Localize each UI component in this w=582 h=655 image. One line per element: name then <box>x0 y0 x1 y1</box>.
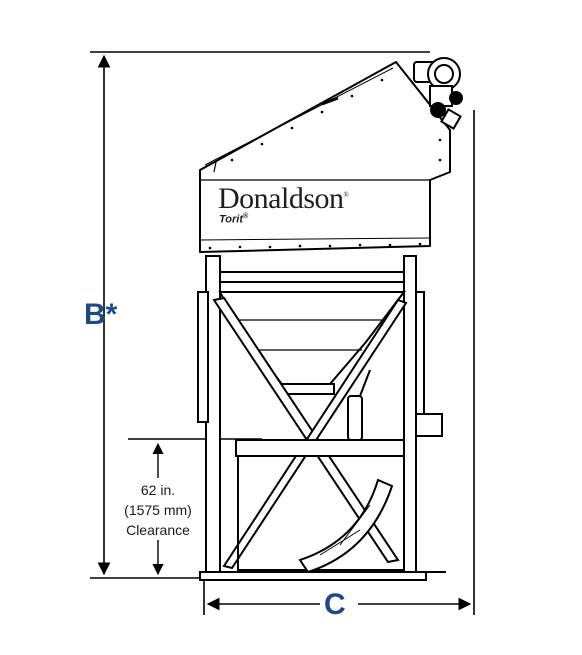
brand-registered-mark: ® <box>343 191 349 199</box>
cross-braces <box>212 296 408 570</box>
collector-housing <box>199 61 451 253</box>
width-dimension <box>203 110 475 615</box>
collection-drum <box>235 439 405 574</box>
housing-rivets <box>208 78 442 250</box>
brand-name-text: Donaldson <box>218 182 344 215</box>
width-dimension-label: C <box>324 588 346 621</box>
height-dimension-label: B* <box>84 298 118 331</box>
support-frame <box>197 255 425 579</box>
clearance-metric: (1575 mm) <box>124 502 192 518</box>
brand-sub-registered-mark: ® <box>243 213 249 220</box>
brand-sub-name: Torit® <box>219 213 248 226</box>
brand-sub-text: Torit <box>219 213 244 226</box>
clearance-word: Clearance <box>126 522 190 538</box>
height-dimension <box>90 51 430 579</box>
brand-name: Donaldson® <box>218 182 349 216</box>
clearance-note: 62 in. (1575 mm) Clearance <box>113 480 203 540</box>
actuator-cylinder <box>347 369 443 441</box>
pulse-valve-assembly <box>413 57 463 130</box>
base-plate <box>199 571 446 581</box>
clearance-value: 62 in. <box>140 482 176 498</box>
